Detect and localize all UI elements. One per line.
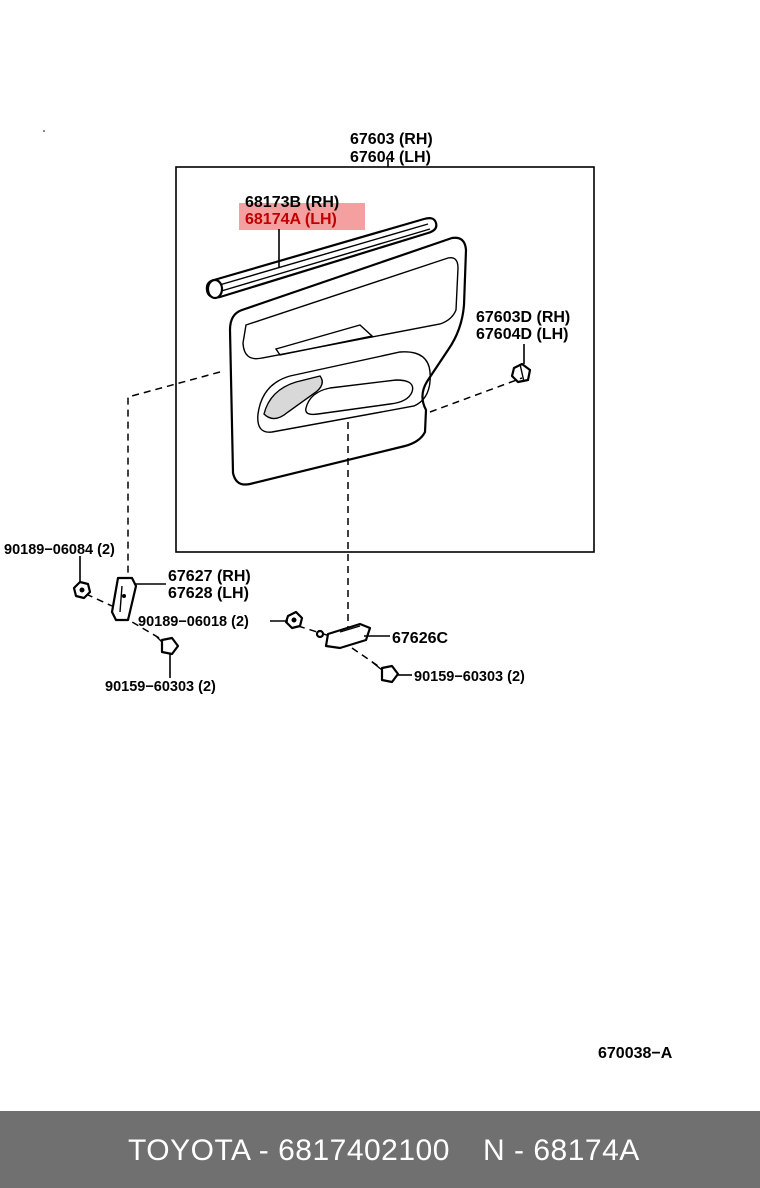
stray-mark	[43, 130, 45, 132]
dash-screw-to-bracket-c	[297, 625, 331, 637]
dash-bracket-screw	[85, 593, 113, 607]
bracket-rh-lh-icon	[110, 576, 138, 622]
label-bracket-c: 67626C	[392, 630, 448, 647]
highlight-box	[239, 203, 365, 230]
label-screw-b: 90189−06018 (2)	[138, 614, 249, 630]
parts-diagram: 67603 (RH) 67604 (LH) 68173B (RH) 68174A…	[4, 130, 673, 1062]
label-seal-rh: 68173B (RH)	[245, 194, 339, 211]
bolt-icon-left	[155, 635, 180, 656]
footer-short-code: N - 68174A	[483, 1134, 640, 1167]
screw-icon-middle	[284, 610, 304, 630]
dash-bracket-c-to-bolt	[351, 647, 385, 671]
footer-bar: TOYOTA - 6817402100 N - 68174A	[0, 1111, 760, 1188]
label-clip-lh: 67604D (LH)	[476, 326, 568, 343]
seal-strip	[205, 217, 438, 300]
door-trim-board	[228, 236, 468, 486]
label-bracket-rh: 67627 (RH)	[168, 568, 251, 585]
label-seal-lh: 68174A (LH)	[245, 211, 337, 228]
label-bracket-lh: 67628 (LH)	[168, 585, 249, 602]
label-clip-rh: 67603D (RH)	[476, 309, 570, 326]
dash-board-to-clip	[429, 377, 523, 413]
bracket-c-icon	[315, 622, 372, 650]
dash-bracket-bolt	[121, 615, 167, 643]
dash-board-to-bracket	[127, 371, 221, 580]
label-main-lh: 67604 (LH)	[350, 149, 431, 166]
label-bolt-right: 90159−60303 (2)	[414, 669, 525, 685]
trim-clip-icon	[510, 362, 532, 384]
label-diagram-ref: 670038−A	[598, 1045, 673, 1062]
bolt-icon-right	[371, 661, 400, 684]
footer-brand-part-number: TOYOTA - 6817402100	[128, 1134, 450, 1167]
label-bolt-left: 90159−60303 (2)	[105, 679, 216, 695]
label-main-rh: 67603 (RH)	[350, 131, 433, 148]
screw-icon-left	[72, 580, 92, 600]
assembly-frame	[175, 166, 595, 553]
label-screw-a: 90189−06084 (2)	[4, 542, 115, 558]
